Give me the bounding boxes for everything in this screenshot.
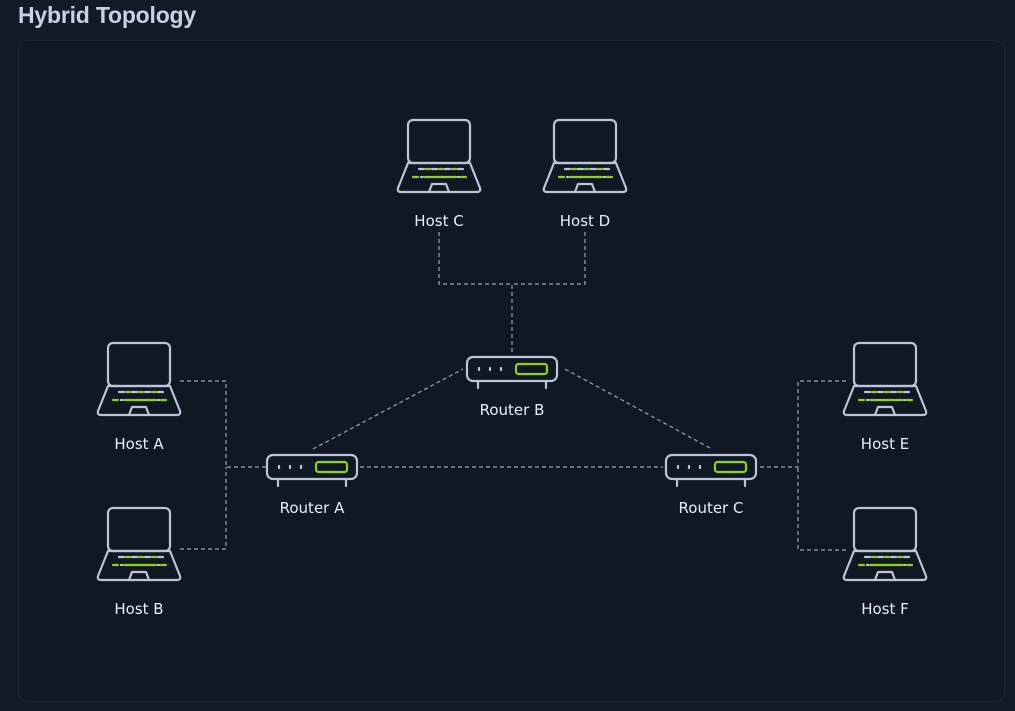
link-router-a-router-b (312, 368, 464, 450)
link-host-c-router-b (438, 232, 513, 352)
laptop-icon (842, 506, 928, 582)
node-label-router-b: Router B (480, 401, 545, 419)
link-host-d-router-b (512, 232, 586, 285)
link-host-a-router-a (180, 380, 266, 468)
node-host-e: Host E (842, 341, 928, 453)
node-label-host-b: Host B (114, 600, 163, 618)
page-title: Hybrid Topology (18, 2, 197, 28)
laptop-icon (96, 506, 182, 582)
node-router-a: Router A (265, 453, 359, 517)
node-label-host-d: Host D (560, 212, 610, 230)
node-host-d: Host D (542, 118, 628, 230)
node-host-a: Host A (96, 341, 182, 453)
router-icon (664, 453, 758, 488)
node-label-router-a: Router A (280, 499, 345, 517)
laptop-icon (96, 341, 182, 417)
router-icon (465, 355, 559, 390)
node-label-host-f: Host F (861, 600, 909, 618)
node-label-host-c: Host C (414, 212, 463, 230)
node-label-host-a: Host A (114, 435, 164, 453)
link-host-f-router-c (797, 467, 846, 551)
node-router-c: Router C (664, 453, 758, 517)
link-host-b-router-a (180, 467, 227, 550)
links-layer (180, 232, 846, 551)
laptop-icon (842, 341, 928, 417)
node-router-b: Router B (465, 355, 559, 419)
laptop-icon (542, 118, 628, 194)
node-host-f: Host F (842, 506, 928, 618)
laptop-icon (396, 118, 482, 194)
nodes-layer: Host C Host D Host A Host B Host E Host F Rout… (96, 118, 928, 618)
link-host-e-router-c (758, 380, 846, 468)
node-host-c: Host C (396, 118, 482, 230)
router-icon (265, 453, 359, 488)
diagram-panel (18, 40, 1005, 702)
node-label-router-c: Router C (679, 499, 744, 517)
node-host-b: Host B (96, 506, 182, 618)
link-router-b-router-c (564, 368, 711, 449)
node-label-host-e: Host E (861, 435, 909, 453)
